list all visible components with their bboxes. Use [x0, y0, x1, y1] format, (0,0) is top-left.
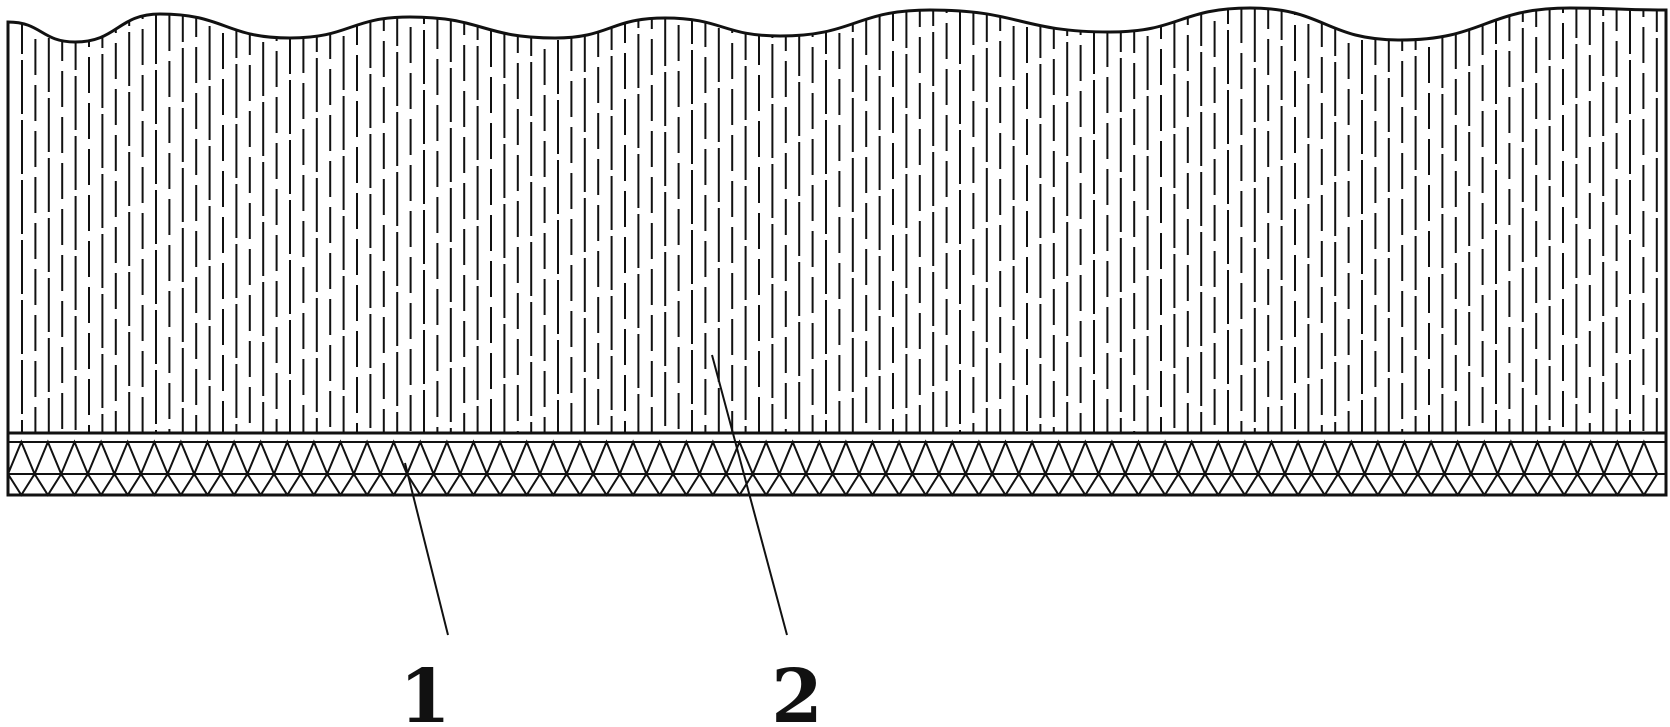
leader-line-1	[404, 462, 449, 636]
base-zigzag-upper	[7, 439, 1659, 477]
base-zigzag-lower	[7, 472, 1659, 497]
base-layer-border	[6, 431, 1668, 497]
vertical-dash-hatching	[21, 8, 1658, 433]
base-layer	[6, 431, 1668, 497]
leader-line-2	[711, 354, 788, 636]
label-1: 1	[399, 654, 451, 727]
label-2: 2	[771, 654, 823, 727]
upper-layer	[6, 6, 1668, 433]
upper-layer-outline	[6, 6, 1668, 433]
